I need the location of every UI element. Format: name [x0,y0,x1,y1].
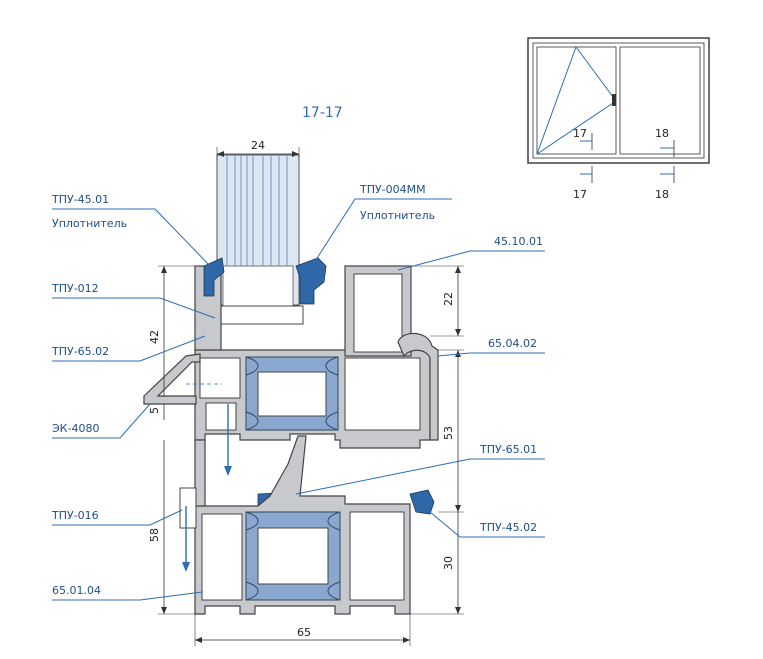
dim-glass-width: 24 [251,139,265,152]
window-sketch: 17 17 18 18 [527,37,710,201]
callout-ek-4080: ЭК-4080 [52,422,99,435]
section-17-top-label: 17 [573,127,587,140]
callout-tpu-45-02: ТПУ-45.02 [479,521,537,534]
dim-left-small: 5 [148,407,161,414]
leader-tpu-65-02 [52,335,206,362]
dim-bottom-width: 65 [297,626,311,639]
gasket-tpu-004mm [295,257,327,305]
frame-cavity-right [349,511,405,601]
sash-cavity-lower [205,402,237,431]
sash-cavity-left [199,357,241,399]
callout-seal-left: Уплотнитель [52,217,127,230]
sketch-inner-frame [532,42,705,159]
dim-right-middle: 53 [442,426,455,440]
profile-65-04-02 [397,332,439,441]
callout-seal-right: Уплотнитель [360,209,435,222]
leader-tpu-65-01 [295,458,545,495]
dim-left-lower: 58 [148,528,161,542]
callouts-left: ТПУ-45.01 Уплотнитель ТПУ-012 ТПУ-65.02 … [51,193,216,601]
sketch-handle [612,94,616,106]
leader-tpu-016 [52,509,183,526]
callout-tpu-45-01: ТПУ-45.01 [51,193,109,206]
glass-spacer [222,265,294,307]
callouts-right: ТПУ-004ММ Уплотнитель 45.10.01 65.04.02 … [295,183,545,538]
gasket-tpu-45-01 [203,257,225,297]
callout-tpu-65-01: ТПУ-65.01 [479,443,537,456]
dim-left-upper: 42 [148,330,161,344]
leader-tpu-004mm [311,198,452,267]
leader-65-04-02 [437,352,545,357]
leader-45-10-01 [397,250,545,271]
callout-tpu-012: ТПУ-012 [51,282,99,295]
frame-break-chamber [257,527,329,585]
frame-cavity-left [201,513,243,601]
dimensions: 24 22 53 30 42 5 58 [148,139,464,646]
leader-tpu-45-01 [52,208,213,269]
sash-profile [194,265,439,449]
profile-ek-4080 [143,353,201,405]
frame-profile [179,435,411,615]
callout-65-01-04: 65.01.04 [52,584,101,597]
leader-tpu-012 [52,297,216,319]
dim-right-lower: 30 [442,556,455,570]
sketch-right-pane [619,46,701,155]
glass-unit [202,154,304,325]
callout-tpu-004mm: ТПУ-004ММ [359,183,426,196]
drainage-arrows [182,383,232,572]
gasket-tpu-45-02 [409,489,435,515]
section-18-top-label: 18 [655,127,669,140]
drain-cap-tpu-016 [179,487,197,529]
leader-ek-4080 [52,403,151,439]
section-18-bottom-label: 18 [655,188,669,201]
section-17-bottom-label: 17 [573,188,587,201]
dim-top-right: 22 [442,292,455,306]
sketch-outer-frame [527,37,710,164]
leader-tpu-45-02 [429,511,545,538]
callout-45-10-01: 45.10.01 [494,235,543,248]
section-title: 17-17 [302,105,343,121]
frame-left-wall [194,439,206,507]
sash-cavity-right [344,357,421,431]
sketch-opening-marks [536,45,617,155]
callout-65-04-02: 65.04.02 [488,337,537,350]
profile-45-10-01-cavity [353,273,403,353]
callout-tpu-016: ТПУ-016 [51,509,99,522]
leader-65-01-04 [52,591,203,601]
callout-tpu-65-02: ТПУ-65.02 [51,345,109,358]
sash-break-chamber [257,371,327,417]
